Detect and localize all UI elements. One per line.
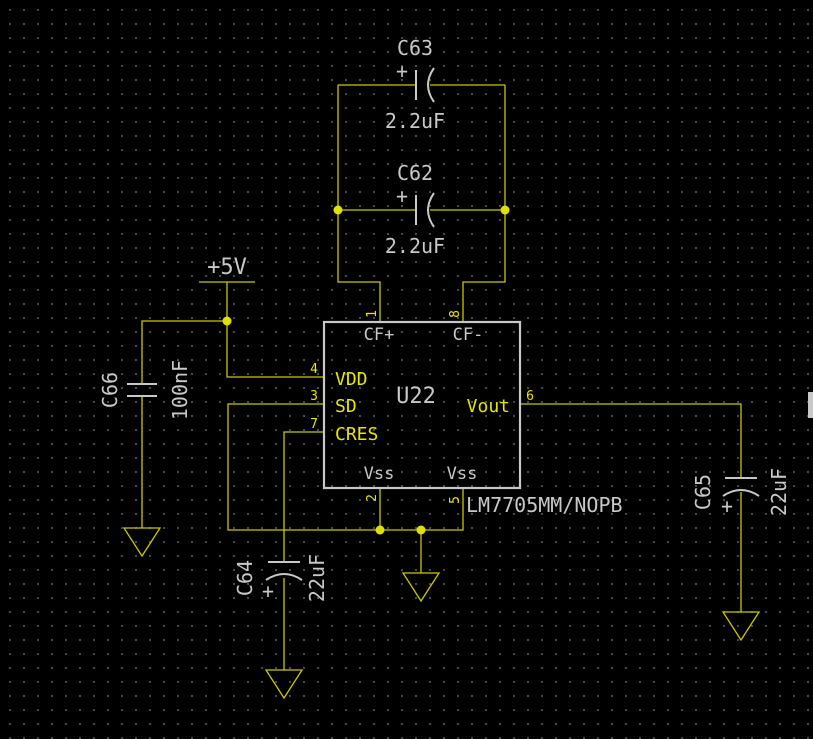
pin-num-4: 4 [310,362,318,377]
c62-ref: C62 [397,161,433,185]
pin-num-2: 2 [365,494,380,502]
c62-value: 2.2uF [385,234,445,258]
capacitor-c63[interactable]: + C63 2.2uF [385,36,445,133]
junction-dot [333,205,343,215]
pin-num-8: 8 [448,310,463,318]
power-label: +5V [207,255,247,280]
capacitor-c62[interactable]: + C62 2.2uF [385,161,445,258]
pin-name-cres: CRES [335,424,378,445]
pin-name-vss-1: Vss [364,464,395,484]
power-flag-5v[interactable]: +5V [199,255,255,283]
capacitor-c64[interactable]: + C64 22uF [233,554,329,603]
capacitor-c65[interactable]: + C65 22uF [691,468,791,518]
ic-ref: U22 [396,384,436,409]
wire-cf-left [337,85,381,322]
ground-icon [401,572,441,603]
wire-sd [227,403,421,531]
pin-name-sd: SD [335,396,357,417]
pin-num-6: 6 [526,389,534,404]
pin-name-vss-2: Vss [447,464,478,484]
c63-value: 2.2uF [385,109,445,133]
ground-symbols [122,527,761,700]
wires [141,84,742,670]
ground-icon [721,611,761,642]
c66-ref: C66 [98,372,122,408]
svg-text:+: + [396,184,408,208]
svg-text:+: + [721,494,733,518]
c64-value: 22uF [305,554,329,602]
pin-name-vout: Vout [467,396,510,417]
pin-name-cf-minus: CF- [453,325,484,345]
wire-5v [226,282,324,378]
pin-name-cf-plus: CF+ [364,325,395,345]
c65-ref: C65 [691,474,715,510]
junction-dot [375,525,385,535]
pin-num-5: 5 [448,496,463,504]
edge-scroll-handle[interactable] [808,392,813,418]
wire-5v-c66 [141,320,227,384]
svg-text:+: + [396,59,408,83]
pin-name-vdd: VDD [335,369,368,390]
pin-num-3: 3 [310,389,318,404]
junction-dot [222,316,232,326]
ic-u22[interactable]: U22 LM7705MM/NOPB CF+ CF- VDD SD CRES Vo… [310,310,622,517]
wire-vss2 [421,488,464,531]
c66-value: 100nF [168,360,192,420]
pin-num-7: 7 [310,417,318,432]
wire-cres [283,431,324,562]
c65-value: 22uF [767,468,791,516]
c63-ref: C63 [397,36,433,60]
ground-icon [122,527,162,558]
pin-num-1: 1 [365,310,380,318]
capacitor-c66[interactable]: C66 100nF [98,360,192,420]
wire-vout [520,403,742,478]
c64-ref: C64 [233,560,257,596]
svg-text:+: + [262,579,274,603]
wire-cf-right [462,85,506,322]
ground-icon [264,669,304,700]
ic-body [322,320,522,490]
junctions [222,205,510,535]
junction-dot [500,205,510,215]
junction-dot [416,525,426,535]
ic-part-number: LM7705MM/NOPB [466,493,623,517]
